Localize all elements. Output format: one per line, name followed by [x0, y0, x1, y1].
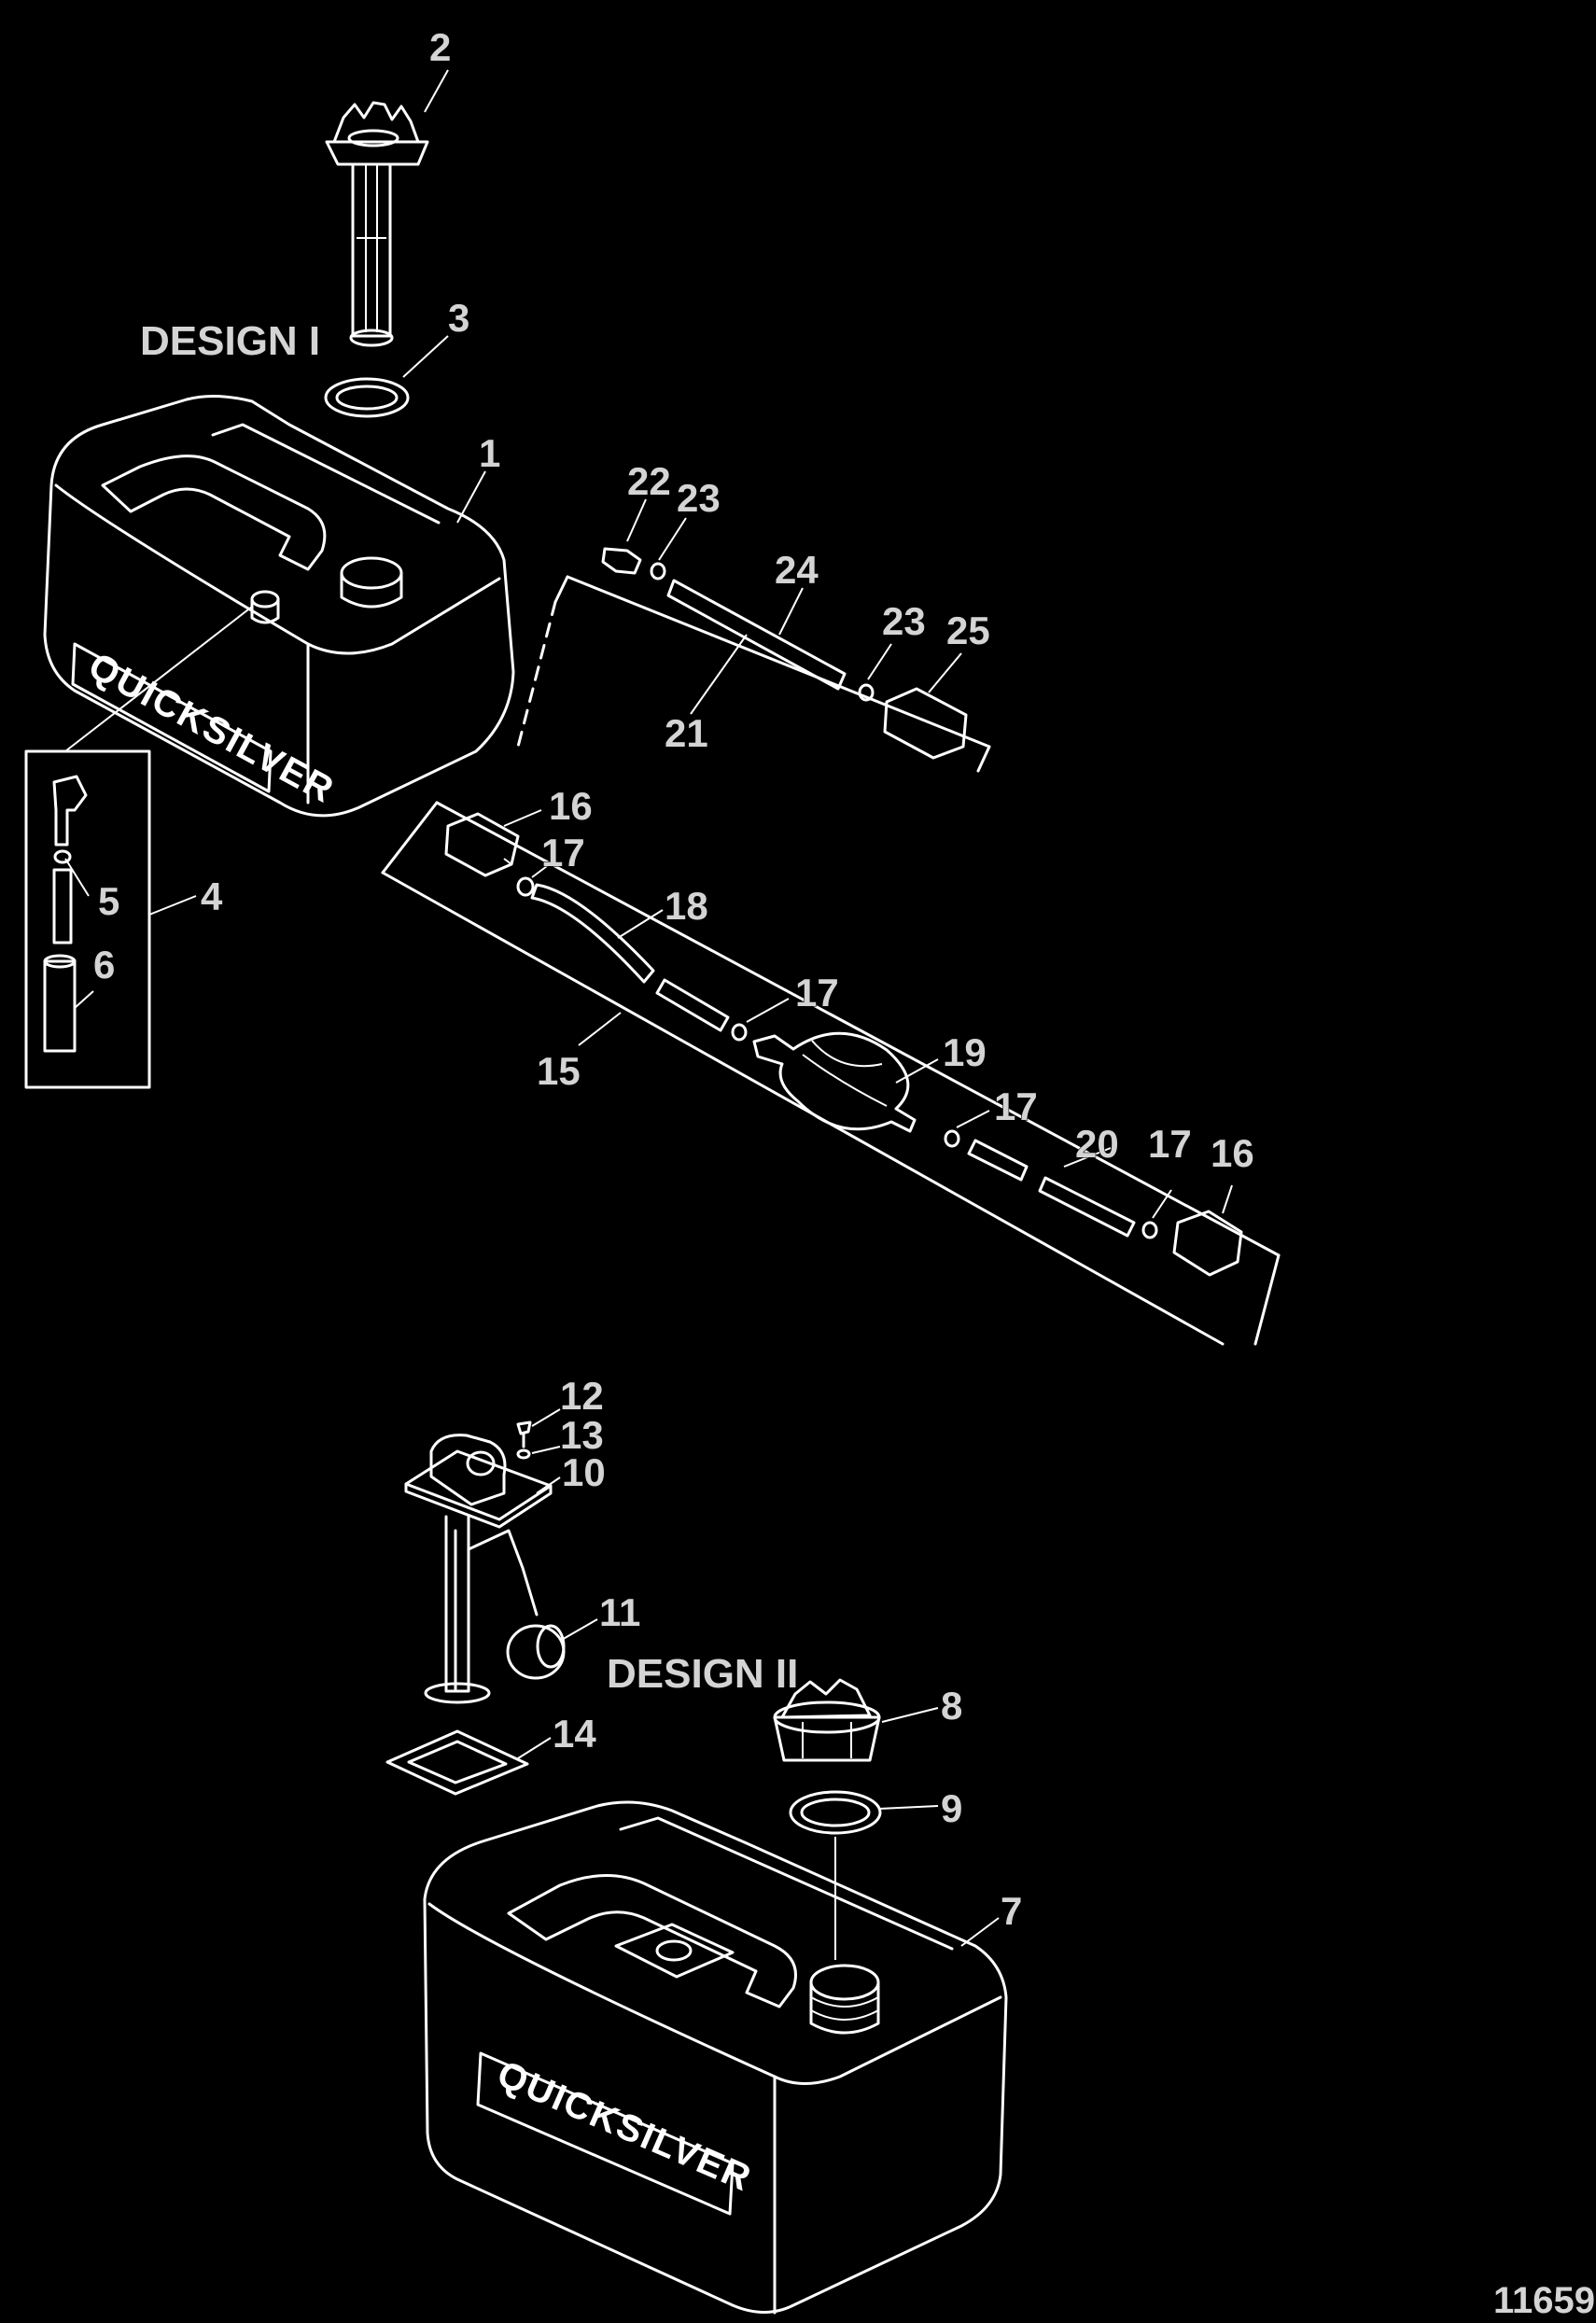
- leader-2: [424, 69, 449, 113]
- callout-24: 24: [775, 548, 819, 592]
- callout-16b: 16: [1211, 1131, 1254, 1175]
- leader-14: [517, 1737, 552, 1759]
- leader-4: [148, 895, 197, 916]
- leader-10: [536, 1476, 561, 1494]
- cap-gasket: [324, 377, 410, 418]
- leader-11: [559, 1618, 598, 1642]
- callout-16a: 16: [549, 784, 593, 828]
- callout-14: 14: [553, 1712, 596, 1756]
- callout-10: 10: [562, 1450, 606, 1494]
- callout-1: 1: [479, 431, 500, 475]
- leader-3: [402, 335, 449, 378]
- leader-6: [74, 990, 94, 1009]
- leader-5: [64, 858, 90, 897]
- leader-16a: [503, 809, 542, 827]
- leader-8: [881, 1707, 939, 1723]
- callout-5: 5: [98, 879, 119, 923]
- leader-23b: [867, 643, 892, 680]
- fuel-gauge-sender: [404, 1434, 566, 1704]
- leader-17b: [746, 998, 790, 1023]
- screw-washer: [516, 1420, 532, 1460]
- callout-20: 20: [1075, 1122, 1119, 1166]
- callout-7: 7: [1001, 1889, 1022, 1933]
- leader-22: [626, 498, 647, 542]
- callout-12: 12: [560, 1374, 604, 1418]
- fuel-tank-design-2: QUICKSILVER: [423, 1800, 1008, 2315]
- callout-11: 11: [599, 1590, 640, 1634]
- design-2-assembly: QUICKSILVER: [385, 1408, 1008, 2315]
- leader-1: [456, 470, 486, 524]
- fuel-line-15-assembly: [381, 801, 1281, 1346]
- leader-20: [1063, 1147, 1112, 1168]
- fuel-cap-design-2: [773, 1678, 881, 1762]
- callout-13: 13: [560, 1413, 604, 1457]
- design-1-heading: DESIGN I: [140, 318, 320, 364]
- leader-19: [895, 1058, 939, 1084]
- leader-24: [778, 587, 804, 636]
- callout-15: 15: [537, 1049, 581, 1093]
- design-2-heading: DESIGN II: [607, 1651, 798, 1697]
- leader-15: [578, 1012, 622, 1046]
- figure-number: 11659: [1493, 2280, 1595, 2321]
- leader-pickup: [64, 606, 253, 752]
- callout-17d: 17: [1148, 1122, 1192, 1166]
- callout-9: 9: [941, 1786, 962, 1830]
- callout-17a: 17: [541, 831, 585, 875]
- callout-25: 25: [946, 609, 990, 652]
- sender-gasket: [385, 1729, 529, 1796]
- callout-8: 8: [941, 1684, 962, 1728]
- fuel-cap-gauge: [325, 101, 429, 347]
- leader-9: [878, 1805, 939, 1810]
- leader-21: [690, 634, 748, 715]
- callout-18: 18: [665, 884, 708, 928]
- leader-23a: [658, 517, 687, 561]
- callout-23a: 23: [677, 476, 721, 520]
- fuel-line-21-assembly: [516, 547, 991, 773]
- leader-17d: [1152, 1189, 1172, 1219]
- callout-17c: 17: [994, 1085, 1038, 1128]
- leader-13: [531, 1446, 561, 1454]
- leader-17a: [531, 862, 552, 878]
- cap-gasket-design-2: [789, 1790, 882, 1835]
- callout-21: 21: [665, 711, 708, 755]
- callout-19: 19: [943, 1030, 987, 1074]
- leader-18: [617, 909, 664, 939]
- leader-7: [960, 1917, 1000, 1947]
- leader-17c: [956, 1110, 990, 1128]
- callout-17b: 17: [795, 971, 839, 1015]
- callout-22: 22: [627, 459, 671, 503]
- fuel-pickup-box: [24, 749, 151, 1089]
- callout-4: 4: [201, 875, 223, 918]
- tank-1-brand-label: QUICKSILVER: [82, 645, 342, 811]
- callout-23b: 23: [882, 599, 926, 643]
- leader-16b: [1222, 1184, 1233, 1214]
- callout-3: 3: [448, 296, 469, 340]
- leader-25: [928, 652, 962, 693]
- callout-6: 6: [93, 943, 115, 987]
- leader-12: [531, 1408, 561, 1427]
- callout-2: 2: [429, 25, 451, 69]
